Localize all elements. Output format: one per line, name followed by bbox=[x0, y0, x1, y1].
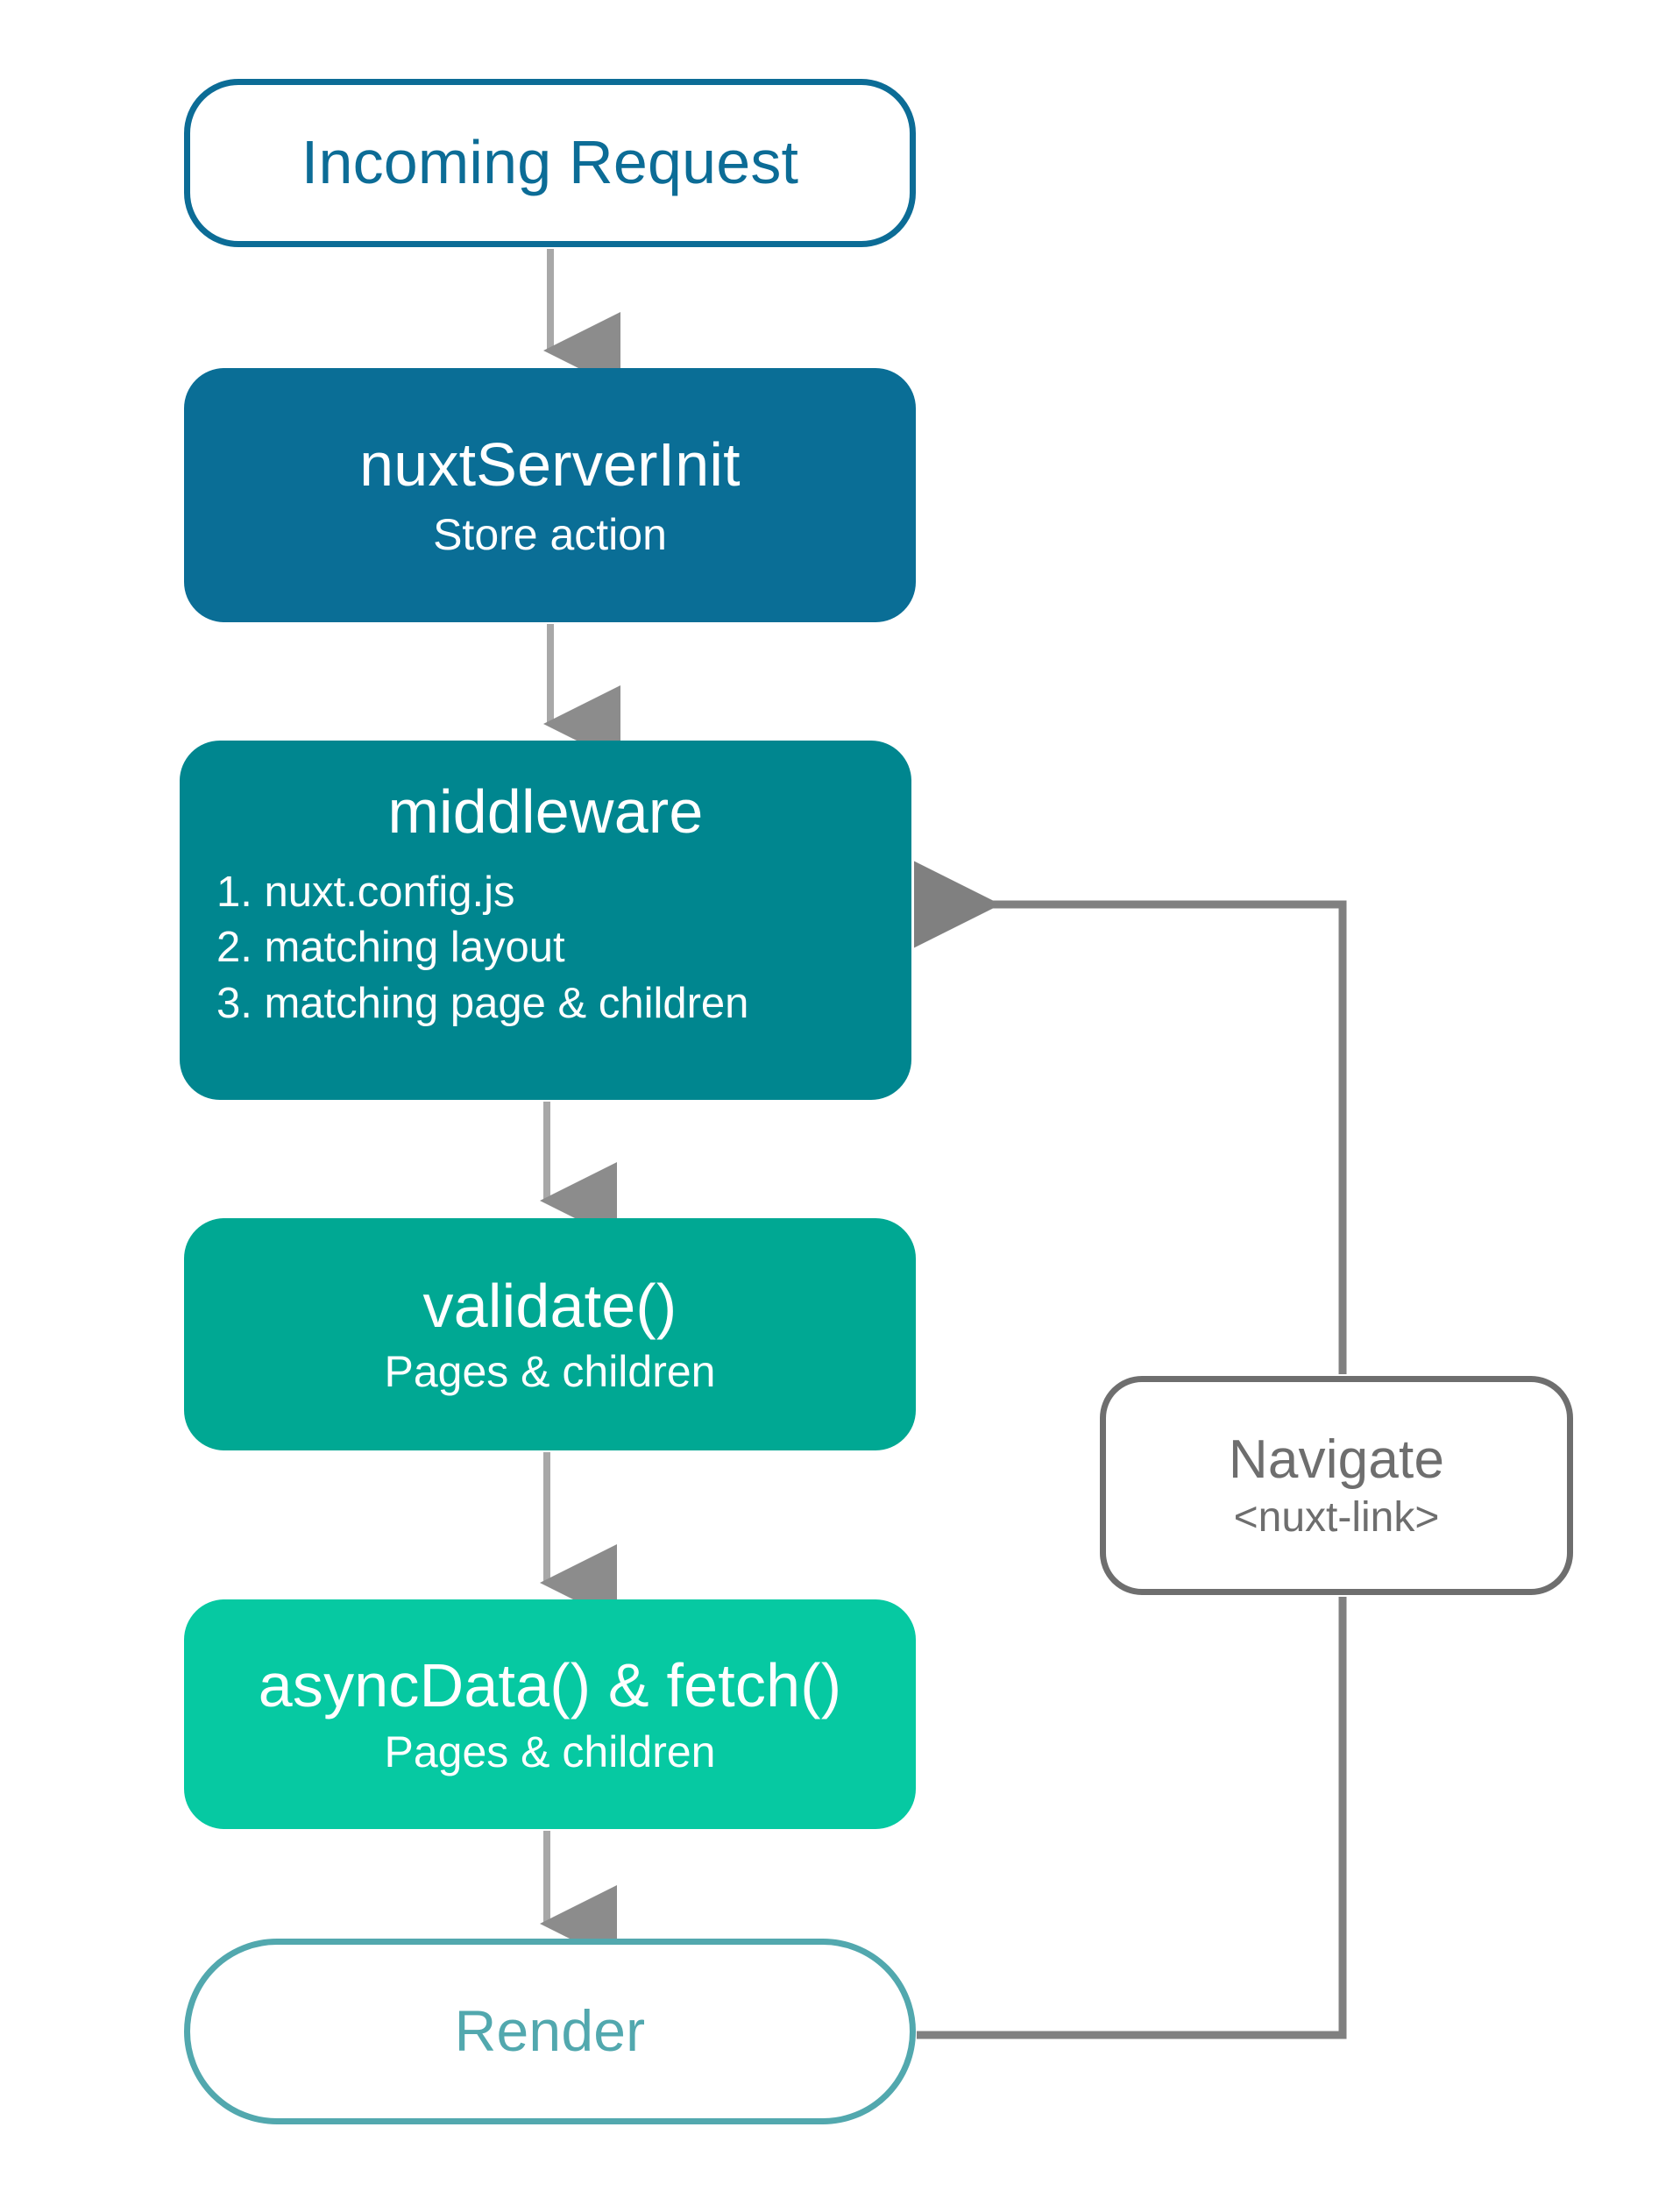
node-validate[interactable]: validate() Pages & children bbox=[184, 1218, 916, 1450]
node-async-data-subtitle: Pages & children bbox=[384, 1727, 716, 1776]
node-nuxt-server-init[interactable]: nuxtServerInit Store action bbox=[184, 368, 916, 622]
node-nuxt-server-init-subtitle: Store action bbox=[433, 509, 667, 559]
node-async-data-title: asyncData() & fetch() bbox=[258, 1651, 842, 1720]
node-middleware-step: 3. matching page & children bbox=[216, 979, 749, 1027]
node-nuxt-server-init-title: nuxtServerInit bbox=[359, 430, 741, 500]
node-incoming-request[interactable]: Incoming Request bbox=[184, 79, 916, 247]
node-middleware-step-list: 1. nuxt.config.js 2. matching layout 3. … bbox=[180, 865, 748, 1032]
edge-navigate-to-middleware bbox=[914, 861, 1347, 1374]
node-middleware-step: 2. matching layout bbox=[216, 924, 565, 972]
node-navigate[interactable]: Navigate <nuxt-link> bbox=[1100, 1376, 1573, 1595]
node-middleware-title: middleware bbox=[387, 777, 704, 846]
node-validate-subtitle: Pages & children bbox=[384, 1347, 716, 1397]
node-navigate-subtitle: <nuxt-link> bbox=[1233, 1493, 1440, 1541]
edge-render-to-navigate bbox=[917, 1597, 1347, 2039]
node-async-data[interactable]: asyncData() & fetch() Pages & children bbox=[184, 1599, 916, 1829]
node-navigate-title: Navigate bbox=[1228, 1429, 1445, 1490]
node-validate-title: validate() bbox=[422, 1271, 677, 1340]
node-middleware[interactable]: middleware 1. nuxt.config.js 2. matching… bbox=[180, 741, 911, 1100]
node-render[interactable]: Render bbox=[184, 1939, 916, 2124]
node-incoming-request-title: Incoming Request bbox=[301, 128, 799, 197]
node-render-title: Render bbox=[454, 1998, 646, 2064]
node-middleware-step: 1. nuxt.config.js bbox=[216, 868, 515, 916]
